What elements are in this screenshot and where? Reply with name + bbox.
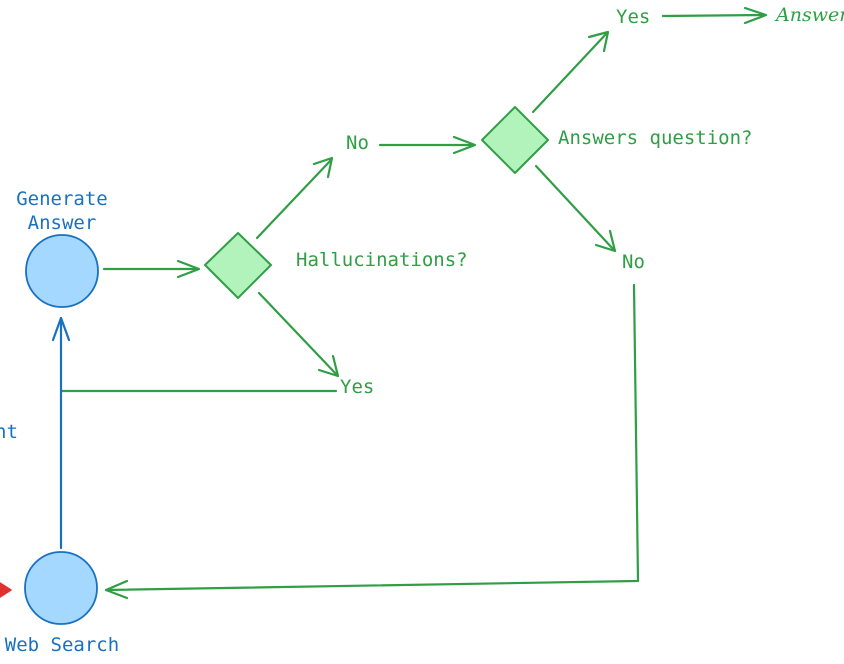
edge-yes-to-answer <box>661 6 768 25</box>
web-search-circle[interactable] <box>24 551 98 625</box>
incoming-arrow-red <box>0 582 12 598</box>
generate-answer-circle[interactable] <box>25 234 99 308</box>
generate-answer-label-line1: Generate <box>16 188 108 210</box>
web-search-node[interactable] <box>24 551 98 625</box>
edge-no-to-answers-question <box>378 135 477 155</box>
edge-hallucinations-to-yes <box>257 291 340 378</box>
edge-generate-to-hallucinations <box>102 259 201 279</box>
hallucinations-no-label: No <box>346 132 369 154</box>
final-answer-label: Answer <box>774 4 844 26</box>
answers-question-no-label: No <box>622 251 645 273</box>
answers-question-label: Answers question? <box>558 127 752 149</box>
generate-answer-node[interactable] <box>25 234 99 308</box>
edge-answers-question-to-yes <box>531 30 610 114</box>
hallucinations-label: Hallucinations? <box>296 249 468 271</box>
partial-left-label: nt <box>0 421 18 443</box>
web-search-label: Web Search <box>5 634 119 656</box>
generate-answer-label-line2: Answer <box>28 212 97 234</box>
edge-hallucinations-to-no <box>255 156 334 240</box>
hallucinations-diamond[interactable] <box>204 232 272 299</box>
answers-question-diamond[interactable] <box>481 106 549 174</box>
edge-answers-question-to-no <box>534 164 617 253</box>
hallucinations-yes-label: Yes <box>340 376 374 398</box>
edge-no-to-web-search <box>104 283 640 600</box>
edge-web-search-to-generate <box>51 316 71 550</box>
answers-question-yes-label: Yes <box>616 6 650 28</box>
